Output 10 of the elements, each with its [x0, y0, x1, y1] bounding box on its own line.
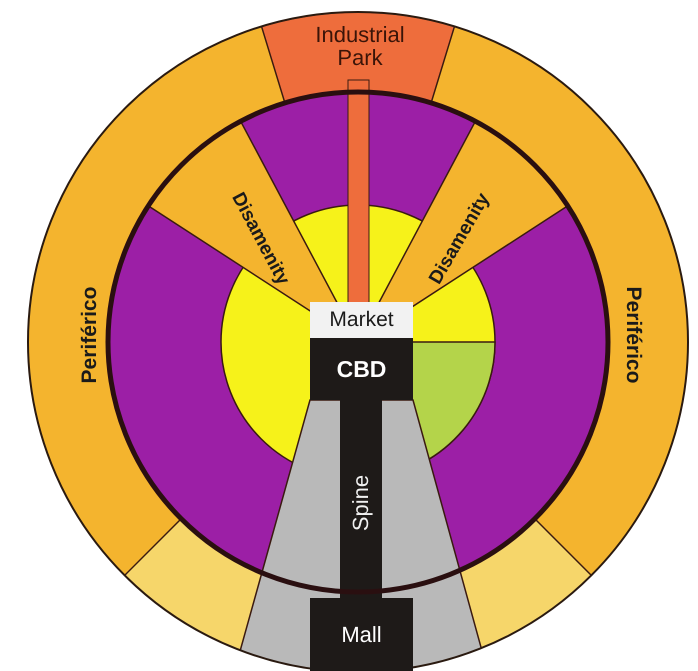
zone-label: Market: [329, 308, 394, 332]
zone-label: Mall: [341, 622, 382, 646]
market-block: [310, 302, 413, 338]
zone-label: Periférico: [78, 286, 102, 384]
zone-label: CBD: [336, 356, 386, 382]
zone-label: Spine: [349, 474, 373, 532]
mall-block: [310, 598, 413, 671]
cbd-block: [310, 338, 413, 400]
zone-label: Periférico: [622, 286, 644, 384]
zone-label: Industrial Park: [314, 22, 406, 70]
